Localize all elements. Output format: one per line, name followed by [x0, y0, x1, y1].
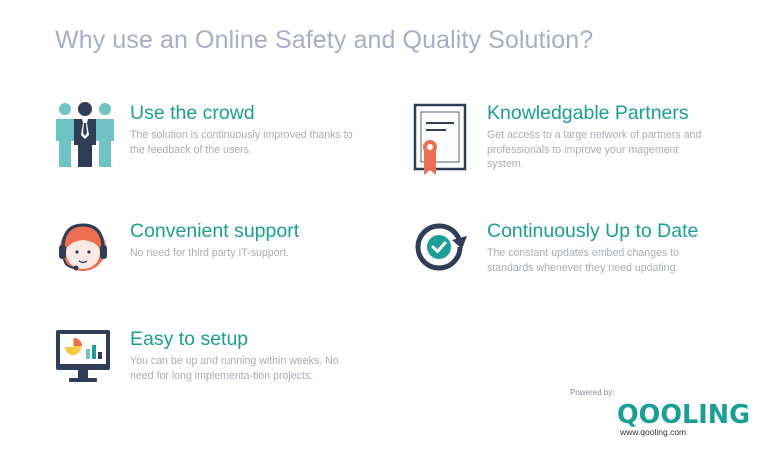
- brand-url: www.qooling.com: [620, 427, 687, 437]
- feature-title: Convenient support: [130, 220, 300, 242]
- feature-description: No need for third party IT-support.: [130, 247, 289, 259]
- qooling-logo-mark: QOOLING: [617, 400, 750, 428]
- qooling-logo: QOOLING www.qooling.com: [617, 400, 757, 437]
- feature-description: The constant updates embed changes to st…: [487, 247, 679, 274]
- feature-title: Easy to setup: [130, 328, 249, 350]
- feature-title: Use the crowd: [130, 102, 255, 124]
- feature-description: Get access to a large network of partner…: [487, 129, 702, 170]
- crowd-icon: [55, 101, 114, 167]
- feature-title: Knowledgable Partners: [487, 102, 689, 124]
- powered-by-label: Powered by:: [570, 388, 615, 397]
- feature-description: You can be up and running within weeks. …: [130, 355, 339, 382]
- feature-description: The solution is continuously improved th…: [130, 129, 353, 156]
- feature-title: Continuously Up to Date: [487, 220, 699, 242]
- headset-support-icon: [55, 219, 111, 285]
- monitor-chart-icon: [55, 327, 111, 393]
- refresh-check-icon: [412, 219, 468, 285]
- page-title: Why use an Online Safety and Quality Sol…: [55, 26, 594, 54]
- certificate-icon: [412, 101, 468, 175]
- svg-text:QOOLING: QOOLING: [617, 400, 750, 428]
